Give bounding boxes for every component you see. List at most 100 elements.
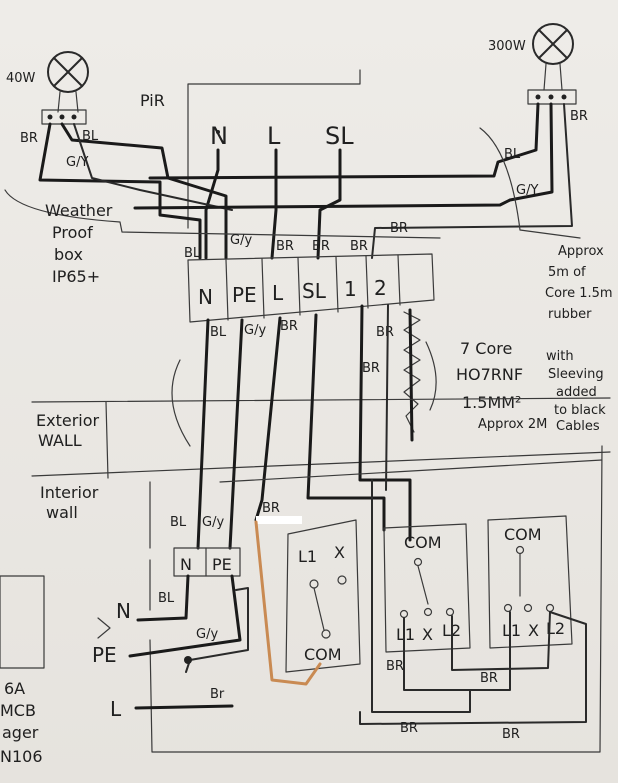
- wire-br-6: BR: [350, 239, 368, 254]
- lamp-right-bl-wire: [148, 102, 540, 180]
- wire-gy-3: G/y: [202, 515, 224, 530]
- switch2-l1: L1: [396, 625, 415, 644]
- supply-l-wire: [134, 704, 234, 710]
- sleeving-line3: added: [556, 385, 597, 400]
- mcb-line1: 6A: [4, 679, 25, 698]
- lamp-left-gy-wire: [38, 122, 202, 260]
- terminal-n: N: [198, 285, 213, 309]
- switch1-x: X: [334, 543, 345, 562]
- weatherproof-box-line4: IP65+: [52, 267, 100, 286]
- wire-bl-1: BL: [82, 129, 99, 144]
- sleeving-line2: Sleeving: [548, 367, 604, 382]
- run-terminal-1: [358, 304, 412, 542]
- redaction-patch: [256, 516, 302, 524]
- interior-wall-line2: wall: [46, 503, 78, 522]
- terminal-l: L: [272, 281, 284, 305]
- core7-line3: 1.5MM²: [462, 393, 521, 412]
- weatherproof-box-line3: box: [54, 245, 83, 264]
- wire-br-7: BR: [280, 319, 298, 334]
- sleeving-line1: with: [546, 349, 574, 364]
- switch3-l1: L1: [502, 621, 521, 640]
- wire-br-11: BR: [386, 659, 404, 674]
- switch-3: [487, 515, 573, 649]
- mcb-box: [0, 575, 45, 669]
- pir-label: PiR: [140, 91, 165, 110]
- terminal-2: 2: [374, 276, 387, 300]
- rubber-note-line3: Core 1.5m: [545, 286, 613, 301]
- wire-gy-upper-2: G/Y: [516, 183, 538, 198]
- wire-br-5: BR: [312, 239, 330, 254]
- run-sl: [306, 313, 386, 532]
- connector-pe: PE: [212, 555, 232, 574]
- terminal-pe: PE: [232, 283, 257, 307]
- weatherproof-box-line1: Weather: [45, 201, 113, 220]
- wire-gy-2: G/y: [244, 323, 266, 338]
- wire-gy-4: G/y: [196, 627, 218, 642]
- terminal-block: [187, 253, 435, 323]
- mcb-line3: ager: [2, 723, 39, 742]
- exterior-wall-line2: WALL: [38, 431, 82, 450]
- wire-br-9: BR: [362, 361, 380, 376]
- mcb-line2: MCB: [0, 701, 36, 720]
- core7-line1: 7 Core: [460, 339, 512, 358]
- strap-return-2: [359, 611, 587, 725]
- lamp-right-gy-wire: [133, 102, 554, 210]
- wire-br-3: BR: [390, 221, 408, 236]
- lamp-right-br-wire: [371, 103, 573, 259]
- pir-l-wire: [270, 148, 278, 260]
- terminal-sl: SL: [302, 279, 327, 303]
- wire-gy-upper-1: G/Y: [66, 155, 88, 170]
- lamp-300w: [527, 23, 577, 105]
- pir-terminal-n: N: [210, 122, 228, 150]
- wire-bl-6: BL: [158, 591, 175, 606]
- wire-gy-1: G/y: [230, 233, 252, 248]
- run-l: [254, 316, 282, 522]
- sleeving-line5: Cables: [556, 419, 600, 434]
- rubber-note-line2: 5m of: [548, 265, 586, 280]
- wire-br-lower: Br: [210, 687, 225, 702]
- run-pe: [228, 318, 244, 550]
- sleeving-line4: to black: [554, 403, 606, 418]
- wire-br-8: BR: [376, 325, 394, 340]
- wire-br-2: BR: [570, 109, 588, 124]
- switch3-x: X: [528, 621, 539, 640]
- switch3-l2: L2: [546, 619, 565, 638]
- connector-n: N: [180, 555, 192, 574]
- lamp-left-br-wire: [73, 123, 233, 211]
- core7-line4: Approx 2M: [478, 417, 547, 432]
- switch3-com: COM: [504, 525, 542, 544]
- interior-top-line: [219, 459, 603, 483]
- wire-br-13: BR: [400, 721, 418, 736]
- rubber-note-line1: Approx: [558, 244, 604, 259]
- pe-fly-lead: [185, 587, 249, 673]
- lamp-40w-label: 40W: [6, 71, 36, 86]
- supply-n-wire: [136, 574, 190, 622]
- supply-arrow: [97, 617, 111, 639]
- switch-2: [383, 523, 471, 653]
- orange-live-wire: [254, 520, 322, 686]
- wire-bl-3: BL: [184, 246, 201, 261]
- mcb-line4: N106: [0, 747, 43, 766]
- wire-br-14: BR: [502, 727, 520, 742]
- wire-br-4: BR: [276, 239, 294, 254]
- pir-enclosure: [187, 69, 361, 229]
- terminal-1: 1: [344, 277, 357, 301]
- wire-br-12: BR: [480, 671, 498, 686]
- cable-7core: [408, 308, 414, 442]
- interior-wall-line1: Interior: [40, 483, 99, 502]
- switch1-l1: L1: [298, 547, 317, 566]
- switch-1: [285, 519, 361, 673]
- switch2-com: COM: [404, 533, 442, 552]
- supply-pe-label: PE: [92, 643, 117, 667]
- switch1-com: COM: [304, 645, 342, 664]
- rubber-note-line4: rubber: [548, 307, 592, 322]
- run-terminal-2: [385, 304, 389, 491]
- pir-terminal-l: L: [267, 122, 281, 150]
- pir-terminal-sl: SL: [325, 122, 354, 150]
- lamp-40w: [41, 51, 89, 125]
- weatherproof-box-outline: [4, 189, 441, 239]
- interior-box-outline: [149, 445, 603, 753]
- supply-pe-wire: [128, 574, 242, 658]
